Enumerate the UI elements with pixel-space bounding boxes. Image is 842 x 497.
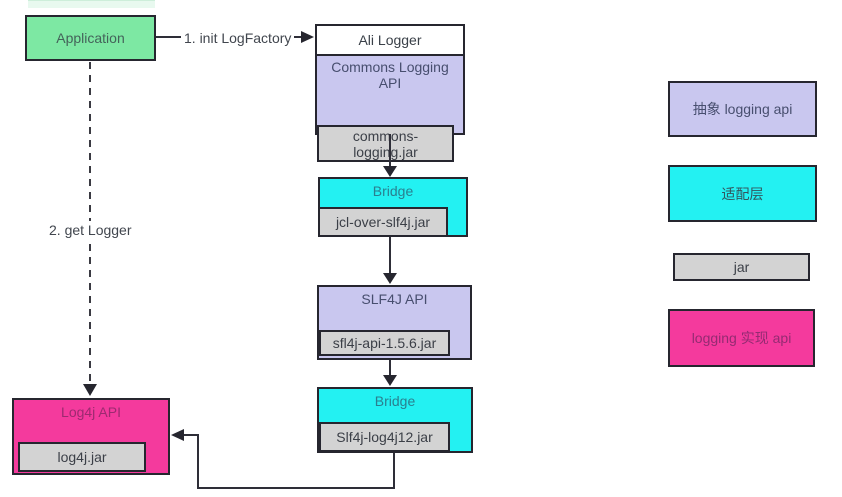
commons-logging-jar-box: commons- logging.jar bbox=[317, 125, 454, 162]
slf4j-api-box: SLF4J API sfl4j-api-1.5.6.jar bbox=[317, 285, 472, 360]
legend-item-adapter-layer: 适配层 bbox=[668, 165, 817, 222]
arrow-line-slf4j-to-bridge2 bbox=[389, 360, 391, 377]
arrowhead-log4j-top-icon bbox=[83, 384, 97, 396]
ali-logger-box: Ali Logger Commons Logging API commons- … bbox=[315, 24, 465, 162]
jar-label-line1: commons- bbox=[352, 127, 419, 144]
arrow-line-bridge1-to-slf4j bbox=[389, 237, 391, 275]
bridge2-title: Bridge bbox=[374, 393, 416, 409]
init-logfactory-label: 1. init LogFactory bbox=[181, 29, 295, 47]
log4j-api-box: Log4j API log4j.jar bbox=[12, 398, 170, 475]
slf4j-log4j12-jar-box: Slf4j-log4j12.jar bbox=[319, 422, 450, 452]
bridge1-title: Bridge bbox=[372, 183, 414, 199]
log4j-jar-box: log4j.jar bbox=[18, 442, 146, 472]
legend-item-impl-api: logging 实现 api bbox=[668, 309, 815, 367]
jcl-over-slf4j-jar-label: jcl-over-slf4j.jar bbox=[335, 214, 431, 230]
arrowhead-slf4j-icon bbox=[383, 273, 397, 284]
connector-into-log4j bbox=[183, 434, 199, 436]
arrowhead-bridge1-icon bbox=[383, 166, 397, 177]
init-logfactory-arrowhead-icon bbox=[301, 31, 314, 43]
arrow-line-ali-to-bridge1 bbox=[389, 134, 391, 168]
commons-logging-api-label: Commons Logging API bbox=[331, 59, 449, 91]
legend-item-jar: jar bbox=[673, 253, 810, 281]
slf4j-api-jar-label: sfl4j-api-1.5.6.jar bbox=[332, 335, 437, 351]
ali-logger-title: Ali Logger bbox=[358, 32, 422, 48]
application-box: Application bbox=[25, 15, 156, 61]
arrowhead-bridge2-icon bbox=[383, 375, 397, 386]
bridge2-box: Bridge Slf4j-log4j12.jar bbox=[317, 387, 473, 453]
legend-item-abstract-api: 抽象 logging api bbox=[668, 81, 817, 137]
connector-bridge2-down bbox=[393, 453, 395, 489]
jcl-over-slf4j-jar-box: jcl-over-slf4j.jar bbox=[318, 207, 448, 237]
bridge1-box: Bridge jcl-over-slf4j.jar bbox=[318, 177, 468, 237]
commons-logging-api-box: Commons Logging API commons- logging.jar bbox=[317, 54, 463, 162]
connector-bottom bbox=[197, 487, 395, 489]
log4j-api-title: Log4j API bbox=[61, 404, 121, 420]
slf4j-log4j12-jar-label: Slf4j-log4j12.jar bbox=[336, 429, 433, 445]
cropped-top-box bbox=[28, 0, 155, 8]
get-logger-label: 2. get Logger bbox=[46, 221, 135, 239]
log4j-jar-label: log4j.jar bbox=[57, 449, 107, 465]
connector-up bbox=[197, 435, 199, 489]
slf4j-api-title: SLF4J API bbox=[361, 291, 428, 307]
jar-label-line2: logging.jar bbox=[353, 143, 418, 160]
arrowhead-log4j-right-icon bbox=[171, 429, 184, 441]
application-label: Application bbox=[56, 30, 125, 46]
slf4j-api-jar-box: sfl4j-api-1.5.6.jar bbox=[319, 330, 450, 356]
